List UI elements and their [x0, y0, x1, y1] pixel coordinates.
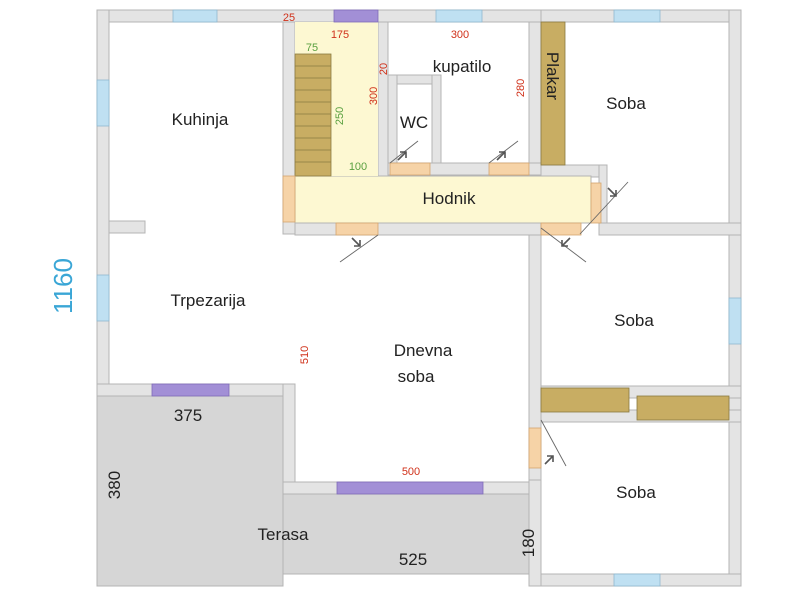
dim-100: 100 [349, 161, 367, 173]
outer-walls [96, 9, 742, 587]
room-label-dnevna: Dnevna [394, 341, 453, 360]
dim-250: 250 [334, 107, 346, 125]
windows [96, 9, 742, 587]
windows-purple [151, 9, 484, 495]
dim-525: 525 [399, 550, 427, 569]
dim-total: 1160 [48, 258, 78, 314]
doors [282, 162, 602, 469]
room-label-kupatilo: kupatilo [433, 57, 492, 76]
dim-280: 280 [515, 79, 527, 97]
room-label-trpezarija: Trpezarija [171, 291, 246, 310]
door-arrows [351, 151, 617, 465]
dim-510: 510 [299, 346, 311, 364]
hallway [294, 175, 592, 224]
stairs [294, 53, 332, 177]
dim-380: 380 [105, 471, 124, 499]
closet-middle-left [540, 387, 630, 413]
room-label-dnevna-soba: soba [398, 367, 435, 386]
room-label-kuhinja: Kuhinja [172, 110, 229, 129]
dim-500: 500 [402, 466, 420, 478]
room-label-soba-bottom: Soba [616, 483, 656, 502]
room-label-wc: WC [400, 113, 428, 132]
room-label-soba-mid: Soba [614, 311, 654, 330]
closet-middle-right [636, 395, 730, 421]
dim-175: 175 [331, 29, 349, 41]
room-label-terasa: Terasa [257, 525, 309, 544]
dim-375: 375 [174, 406, 202, 425]
dim-300-top: 300 [451, 29, 469, 41]
room-label-hodnik: Hodnik [423, 189, 476, 208]
room-label-plakar: Plakar [543, 52, 562, 101]
dim-300-side: 300 [368, 87, 380, 105]
dim-25: 25 [283, 12, 295, 24]
plakar-closet [540, 21, 566, 166]
closets [540, 21, 730, 421]
room-label-soba-top: Soba [606, 94, 646, 113]
dim-20: 20 [378, 63, 390, 75]
terrace-left [96, 395, 284, 587]
terrace-bottom [282, 493, 541, 575]
dim-180: 180 [519, 529, 538, 557]
dim-75: 75 [306, 42, 318, 54]
